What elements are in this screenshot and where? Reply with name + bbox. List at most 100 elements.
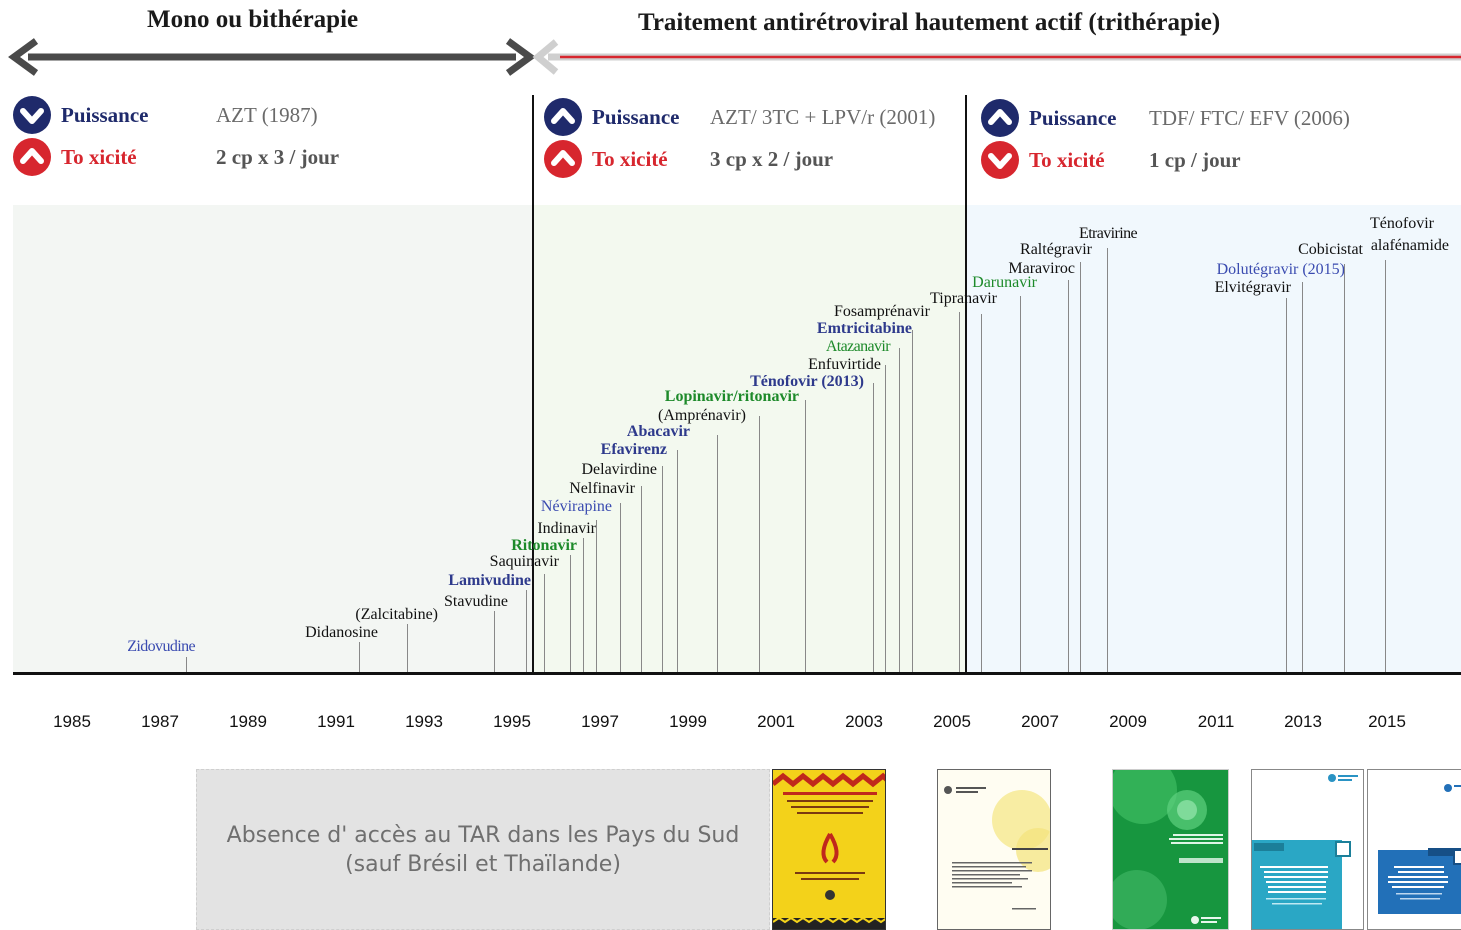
toxicite-label: To xicité xyxy=(1029,147,1105,172)
haart-era-title: Traitement antirétroviral hautement acti… xyxy=(638,9,1221,36)
drug-tick xyxy=(186,657,187,672)
drug-label: Etravirine xyxy=(1079,225,1138,242)
document-cover-art xyxy=(773,772,885,929)
year-label: 2015 xyxy=(1368,712,1406,731)
drug-tick xyxy=(583,538,584,672)
drug-label: Dolutégravir (2015) xyxy=(1216,261,1345,278)
puissance-down-icon xyxy=(13,96,51,134)
drug-label: alafénamide xyxy=(1370,237,1449,254)
document-cover-art xyxy=(1252,770,1363,929)
timeline-axis xyxy=(13,672,1461,675)
era-arrows xyxy=(8,38,1461,76)
drug-label: Abacavir xyxy=(626,423,690,440)
drug-tick xyxy=(899,348,900,672)
drug-label: Raltégravir xyxy=(1020,241,1092,258)
drug-label: Emtricitabine xyxy=(816,320,912,337)
drug-tick xyxy=(620,503,621,672)
toxicite-label: To xicité xyxy=(61,144,137,169)
toxicite-down-icon xyxy=(981,141,1019,179)
drug-tick xyxy=(1344,264,1345,672)
regimen-name: AZT (1987) xyxy=(216,102,318,127)
drug-tick xyxy=(1107,248,1108,672)
doc-directives-thumbnail xyxy=(1251,769,1364,930)
drug-label: Fosamprénavir xyxy=(834,303,930,320)
drug-label: Névirapine xyxy=(540,498,612,515)
puissance-label: Puissance xyxy=(61,102,149,127)
document-cover-art xyxy=(1368,770,1461,929)
doc-programme-vih-thumbnail xyxy=(937,769,1051,930)
document-cover-art xyxy=(938,770,1050,929)
toxicite-label: To xicité xyxy=(592,146,668,171)
year-label: 1999 xyxy=(669,712,707,731)
drug-label: Maraviroc xyxy=(1008,260,1075,277)
drug-tick xyxy=(885,365,886,672)
puissance-up-icon xyxy=(981,99,1019,137)
document-cover-art xyxy=(1113,770,1228,929)
drug-label: Elvitégravir xyxy=(1214,279,1291,296)
drug-label: Efavirenz xyxy=(600,441,667,458)
year-label: 2001 xyxy=(757,712,795,731)
drug-tick xyxy=(662,466,663,672)
drug-label: Tipranavir xyxy=(930,290,997,307)
year-label: 2013 xyxy=(1284,712,1322,731)
divider-1996 xyxy=(532,95,534,673)
drug-label: Ténofovir (2013) xyxy=(750,373,864,390)
drug-tick xyxy=(570,555,571,672)
drug-tick xyxy=(596,520,597,672)
drug-label: (Zalcitabine) xyxy=(355,606,438,623)
year-label: 2005 xyxy=(933,712,971,731)
drug-label: Cobicistat xyxy=(1298,241,1363,258)
year-label: 2009 xyxy=(1109,712,1147,731)
drug-label: Indinavir xyxy=(537,520,596,537)
year-label: 1989 xyxy=(229,712,267,731)
panel-mono xyxy=(13,205,532,672)
year-label: 1991 xyxy=(317,712,355,731)
year-label: 1993 xyxy=(405,712,443,731)
drug-tick xyxy=(1068,280,1069,672)
regimen-dosage: 2 cp x 3 / jour xyxy=(216,144,340,169)
drug-label: Lamivudine xyxy=(448,572,531,589)
drug-label: Ténofovir xyxy=(1370,215,1434,232)
drug-label: Nelfinavir xyxy=(569,480,635,497)
drug-label: (Amprénavir) xyxy=(658,407,746,424)
doc-2010-revision-thumbnail xyxy=(1112,769,1229,930)
regimen-name: TDF/ FTC/ EFV (2006) xyxy=(1149,105,1350,130)
drug-tick xyxy=(641,486,642,672)
doc-ameliorer-acces-thumbnail xyxy=(772,769,886,930)
year-label: 1985 xyxy=(53,712,91,731)
drug-tick xyxy=(407,624,408,672)
drug-tick xyxy=(981,314,982,672)
drug-tick xyxy=(717,435,718,672)
regimen-dosage: 3 cp x 2 / jour xyxy=(710,146,834,171)
regimen-block-3: Puissance TDF/ FTC/ EFV (2006) To xicité… xyxy=(981,98,1350,182)
drug-tick xyxy=(805,400,806,672)
drug-label: Didanosine xyxy=(305,624,378,641)
absence-line-2: (sauf Brésil et Thaïlande) xyxy=(345,851,621,877)
drug-label: Zidovudine xyxy=(127,638,195,655)
drug-tick xyxy=(494,611,495,672)
panel-haart-2 xyxy=(967,205,1461,672)
year-label: 1995 xyxy=(493,712,531,731)
doc-guidelines-thumbnail xyxy=(1367,769,1461,930)
drug-tick xyxy=(359,642,360,672)
drug-tick xyxy=(1080,262,1081,672)
drug-label: Lopinavir/ritonavir xyxy=(664,388,799,405)
regimen-dosage: 1 cp / jour xyxy=(1149,147,1241,172)
drug-label: Stavudine xyxy=(444,593,508,610)
drug-label: Atazanavir xyxy=(825,338,891,355)
mono-era-title: Mono ou bithérapie xyxy=(147,6,359,33)
panel-haart-1 xyxy=(534,205,965,672)
drug-tick xyxy=(912,330,913,672)
mono-era-arrow xyxy=(8,38,536,76)
drug-tick xyxy=(1385,260,1386,672)
drug-tick xyxy=(544,574,545,672)
drug-tick xyxy=(959,312,960,672)
puissance-label: Puissance xyxy=(592,104,680,129)
drug-tick xyxy=(1286,298,1287,672)
drug-tick xyxy=(526,590,527,672)
year-label: 2003 xyxy=(845,712,883,731)
haart-era-arrow xyxy=(532,39,1461,75)
drug-label: Enfuvirtide xyxy=(808,356,881,373)
puissance-label: Puissance xyxy=(1029,105,1117,130)
year-label: 1987 xyxy=(141,712,179,731)
